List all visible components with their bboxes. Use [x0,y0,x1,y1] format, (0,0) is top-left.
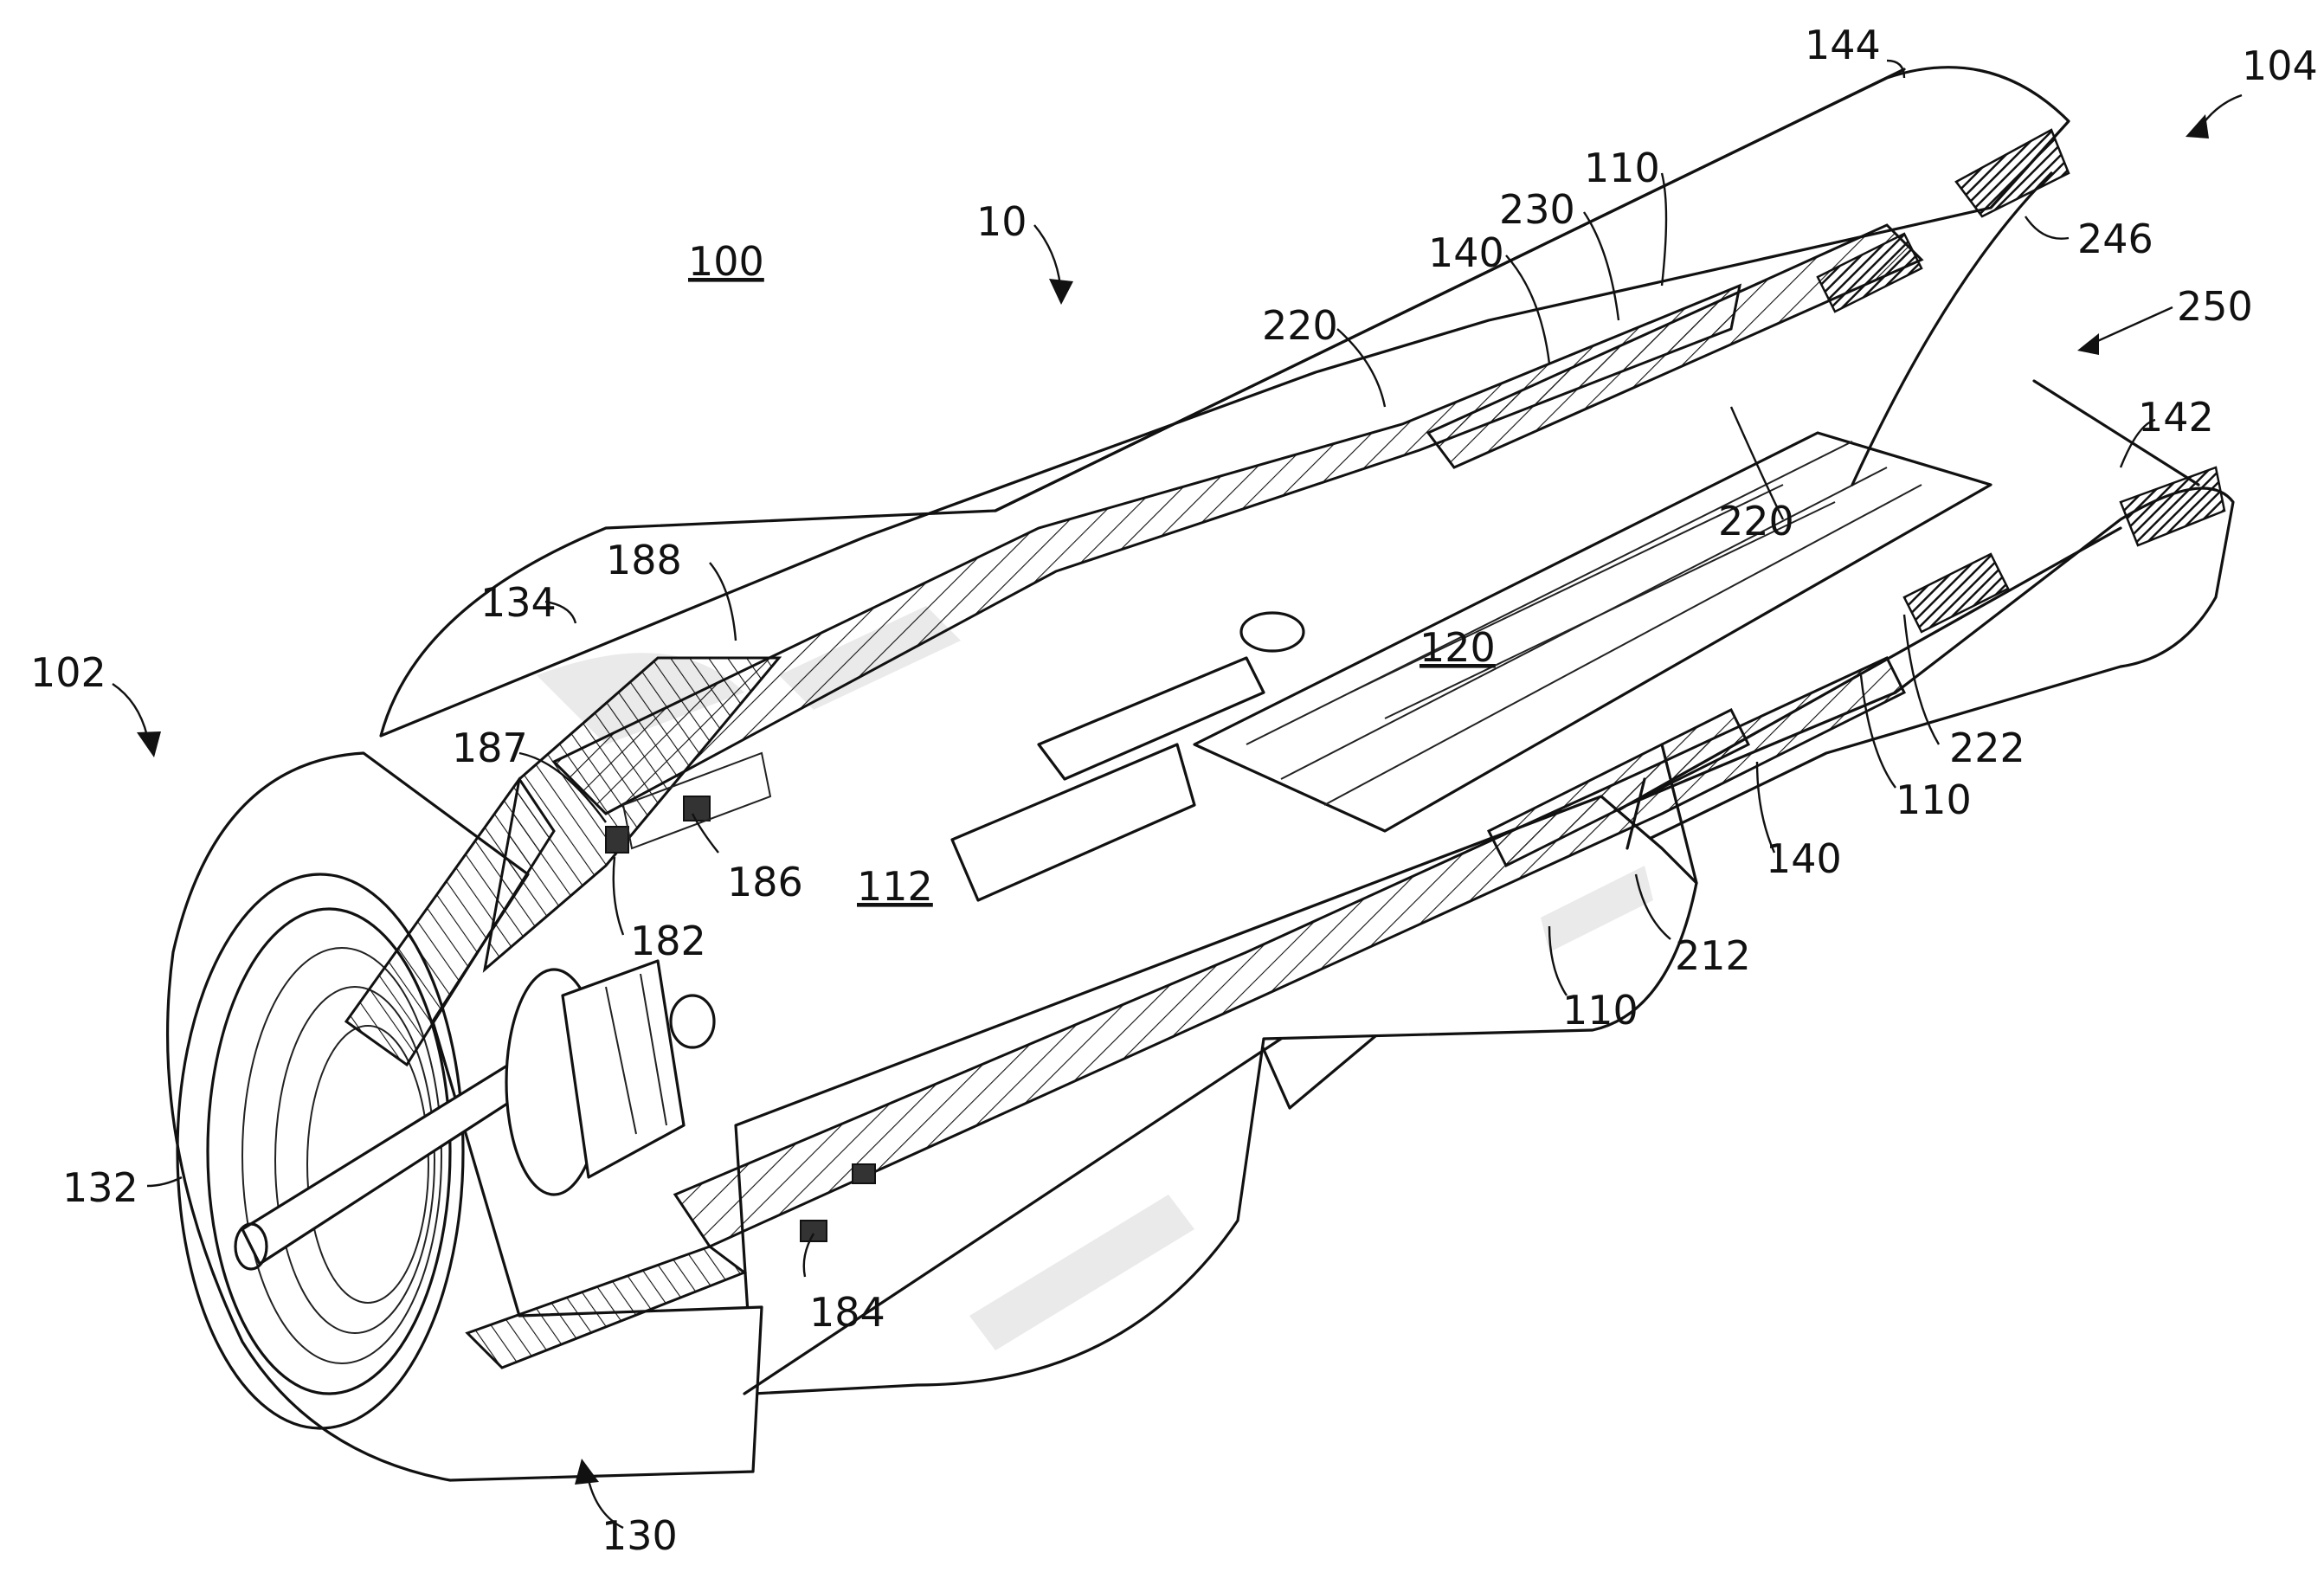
upper-wall-section [344,223,1924,1067]
label-132: 132 [62,1164,138,1211]
label-246: 246 [2077,216,2153,262]
label-110-top: 110 [1584,145,1660,191]
inner-post [950,431,1992,902]
label-222: 222 [1949,725,2025,771]
label-10: 10 [976,198,1027,245]
label-120: 120 [1420,624,1496,671]
label-112: 112 [857,863,933,910]
label-250: 250 [2177,283,2253,330]
label-102: 102 [30,649,106,696]
nut-outer [165,751,763,1482]
label-104: 104 [2242,42,2318,89]
label-140-top: 140 [1428,229,1504,276]
label-130: 130 [602,1512,678,1559]
nut-face-ring-1 [176,873,465,1430]
label-140-bottom: 140 [1766,835,1842,882]
label-220-left: 220 [1262,302,1338,349]
outline-strokes [743,68,2200,1395]
label-110-right: 110 [1896,776,1972,823]
outer-body [379,66,2235,1395]
outer-shell-upper [379,66,2070,738]
leader-lines [146,59,2156,1278]
seal-rings [1816,128,2226,634]
lower-wall-section [465,656,1907,1369]
label-182: 182 [630,918,706,964]
label-134: 134 [480,579,557,626]
label-142: 142 [2138,394,2214,441]
retention-parts [605,751,876,1242]
label-230: 230 [1499,186,1575,233]
reference-arrows [112,93,2243,1530]
nut-face-ring-2 [206,907,452,1395]
label-212: 212 [1675,932,1751,979]
label-110-bottom: 110 [1562,987,1638,1034]
label-220-right: 220 [1718,498,1794,544]
reference-labels: 104 144 246 250 142 110 230 140 10 100 2… [30,22,2318,1559]
label-184: 184 [809,1289,885,1336]
label-187: 187 [452,725,528,771]
label-144: 144 [1805,22,1881,68]
label-188: 188 [606,537,682,583]
center-pin [234,959,716,1271]
sleeve-lower [734,795,1698,1395]
label-186: 186 [727,859,803,905]
label-100: 100 [688,238,764,285]
